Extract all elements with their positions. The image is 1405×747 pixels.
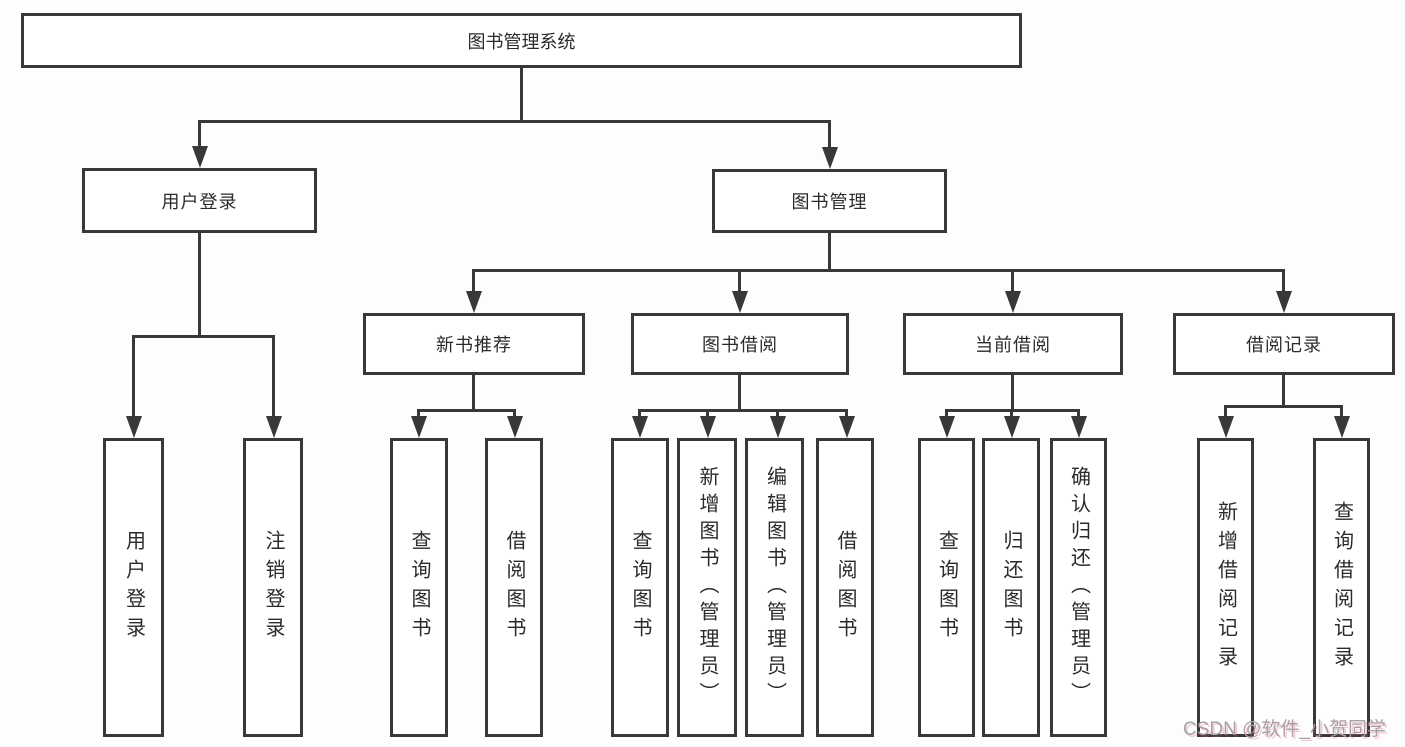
connector-book-mgmt-span <box>473 269 1285 272</box>
leaf-label: 编辑图书（管理员） <box>763 466 786 709</box>
connector-current-borrow-stem <box>1011 375 1014 409</box>
node-label: 当前借阅 <box>975 335 1051 355</box>
connector-borrow-record-span <box>1224 405 1343 408</box>
leaf-label: 查询图书 <box>408 529 430 646</box>
arrow-to-leaf-logout <box>272 335 275 416</box>
leaf-label: 确认归还（管理员） <box>1067 466 1090 709</box>
connector-new-books-stem <box>472 375 475 409</box>
leaf-current-confirm-return: 确认归还（管理员） <box>1050 438 1107 737</box>
leaf-label: 新增借阅记录 <box>1214 500 1237 675</box>
leaf-label: 归还图书 <box>1000 529 1022 646</box>
node-label: 用户登录 <box>161 191 238 212</box>
leaf-borrow-book: 借阅图书 <box>816 438 874 737</box>
leaf-logout: 注销登录 <box>243 438 303 737</box>
arrow-book-borrow-leaf-1 <box>638 409 641 416</box>
arrow-to-book-borrow <box>738 269 741 291</box>
arrow-book-borrow-leaf-2 <box>706 409 709 416</box>
node-label: 借阅记录 <box>1246 335 1322 355</box>
node-book-borrow: 图书借阅 <box>631 313 849 375</box>
leaf-current-return: 归还图书 <box>982 438 1040 737</box>
leaf-label: 新增图书（管理员） <box>696 466 718 709</box>
leaf-label: 查询借阅记录 <box>1330 500 1353 675</box>
leaf-borrow-query: 查询图书 <box>611 438 669 737</box>
arrow-current-borrow-leaf-2 <box>1010 409 1013 416</box>
leaf-label: 注销登录 <box>262 529 284 646</box>
leaf-borrow-add: 新增图书（管理员） <box>677 438 737 737</box>
arrow-to-leaf-login <box>132 335 135 416</box>
connector-new-books-span <box>417 409 516 412</box>
leaf-user-login: 用户登录 <box>103 438 164 737</box>
connector-user-login-span <box>132 335 275 338</box>
leaf-label: 借阅图书 <box>503 529 525 646</box>
arrow-new-books-leaf-1 <box>417 409 420 416</box>
arrow-current-borrow-leaf-3 <box>1077 409 1080 416</box>
node-borrow-record: 借阅记录 <box>1173 313 1395 375</box>
leaf-label: 用户登录 <box>122 529 145 646</box>
arrow-borrow-record-leaf-2 <box>1340 405 1343 416</box>
leaf-label: 查询图书 <box>629 529 651 646</box>
arrow-book-borrow-leaf-3 <box>776 409 779 416</box>
arrow-to-book-mgmt <box>828 120 831 147</box>
leaf-borrow-edit: 编辑图书（管理员） <box>745 438 804 737</box>
connector-book-borrow-span <box>638 409 848 412</box>
node-new-books: 新书推荐 <box>363 313 585 375</box>
connector-root-span <box>198 120 831 123</box>
node-current-borrow: 当前借阅 <box>903 313 1123 375</box>
arrow-to-borrow-record <box>1282 269 1285 291</box>
arrow-to-new-books <box>472 269 475 291</box>
arrow-new-books-leaf-2 <box>513 409 516 416</box>
connector-book-mgmt-stem <box>828 233 831 269</box>
arrow-book-borrow-leaf-4 <box>845 409 848 416</box>
connector-user-login-stem <box>198 233 201 335</box>
leaf-new-books-query: 查询图书 <box>390 438 448 737</box>
node-label: 图书管理 <box>791 192 868 212</box>
connector-book-borrow-stem <box>738 375 741 409</box>
connector-borrow-record-stem <box>1282 375 1285 405</box>
arrow-current-borrow-leaf-1 <box>945 409 948 416</box>
node-book-mgmt: 图书管理 <box>712 169 947 233</box>
leaf-label: 查询图书 <box>935 529 958 646</box>
leaf-record-add: 新增借阅记录 <box>1197 438 1254 737</box>
node-label: 图书管理系统 <box>467 31 576 52</box>
arrow-borrow-record-leaf-1 <box>1224 405 1227 416</box>
leaf-label: 借阅图书 <box>834 529 856 646</box>
connector-root-stem <box>520 68 523 120</box>
node-label: 新书推荐 <box>436 335 512 355</box>
node-label: 图书借阅 <box>702 335 778 355</box>
csdn-watermark: CSDN @软件_小贺同学 <box>1183 719 1386 740</box>
node-library-management-system: 图书管理系统 <box>21 13 1022 68</box>
leaf-current-query: 查询图书 <box>918 438 975 737</box>
leaf-new-books-borrow: 借阅图书 <box>485 438 543 737</box>
leaf-record-query: 查询借阅记录 <box>1313 438 1370 737</box>
arrow-to-current-borrow <box>1011 269 1014 291</box>
node-user-login: 用户登录 <box>82 168 317 233</box>
arrow-to-user-login <box>198 120 201 146</box>
